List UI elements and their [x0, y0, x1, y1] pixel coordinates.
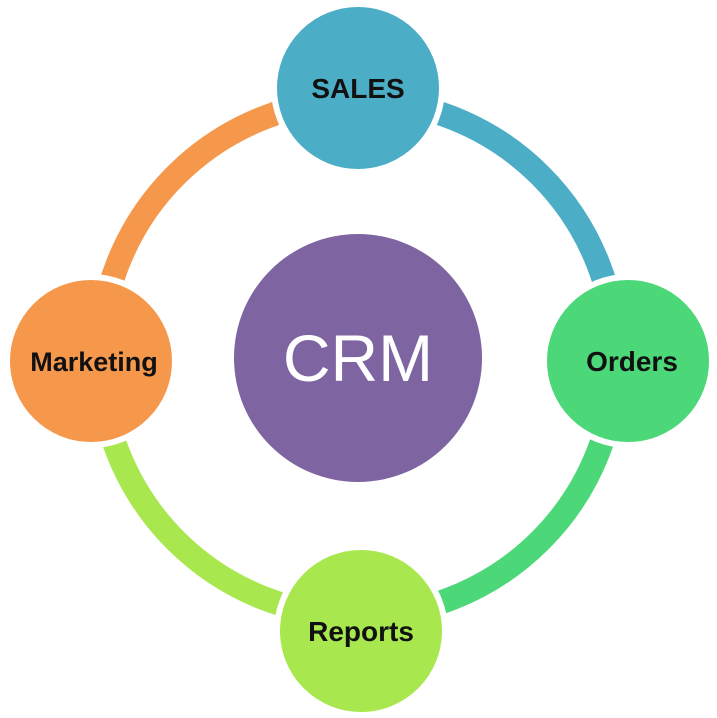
node-sales-label: SALES [311, 73, 404, 104]
node-marketing-label: Marketing [30, 347, 158, 377]
node-marketing: Marketing [4, 274, 178, 448]
center-circle [234, 234, 482, 482]
node-sales-circle [271, 1, 445, 175]
center-label: CRM [283, 321, 433, 395]
node-sales: SALES [271, 1, 445, 175]
node-reports: Reports [274, 544, 448, 718]
node-reports-circle [274, 544, 448, 718]
node-orders-circle [541, 274, 715, 448]
center-node: CRM [234, 234, 482, 482]
node-orders-label: Orders [586, 346, 678, 377]
node-orders: Orders [541, 274, 715, 448]
node-marketing-circle [4, 274, 178, 448]
node-reports-label: Reports [308, 616, 414, 647]
